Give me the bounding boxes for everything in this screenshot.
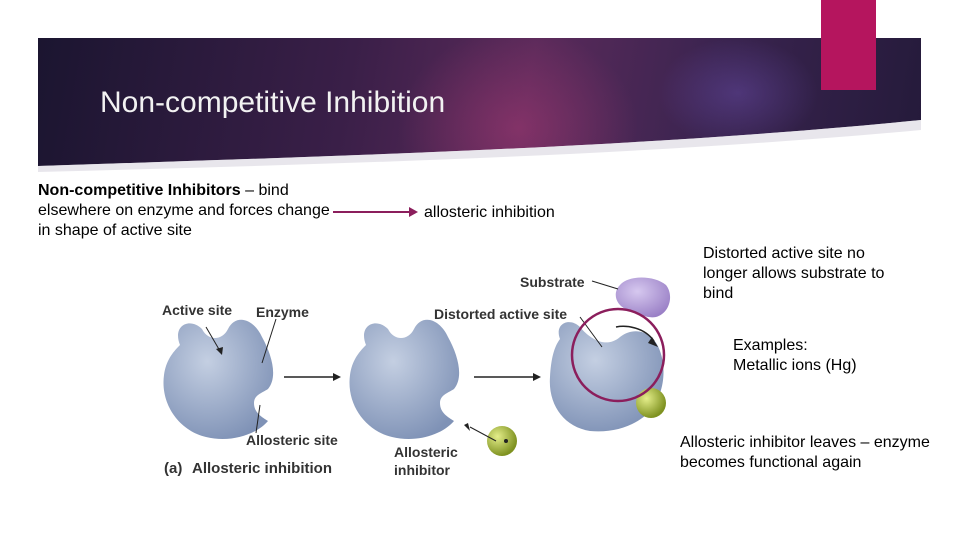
label-allosteric-inhibitor-2: inhibitor	[394, 462, 451, 478]
banner-glow-secondary	[658, 38, 818, 148]
allosteric-label: allosteric inhibition	[424, 204, 555, 221]
accent-tab	[821, 0, 876, 90]
examples-heading: Examples:	[733, 337, 808, 354]
label-active-site: Active site	[162, 302, 232, 318]
slide-title: Non-competitive Inhibition	[100, 86, 446, 119]
distorted-note: Distorted active site no longer allows s…	[703, 245, 885, 302]
enzyme-2-shape	[349, 319, 460, 440]
label-allosteric-site: Allosteric site	[246, 432, 338, 448]
label-enzyme: Enzyme	[256, 304, 309, 320]
enzyme-1-shape	[163, 319, 274, 440]
enzyme-3-shape	[549, 322, 664, 432]
highlight-ring	[570, 307, 666, 403]
arrow-to-allosteric	[333, 207, 418, 217]
caption: Allosteric inhibition	[192, 460, 332, 477]
caption-tag: (a)	[164, 460, 182, 477]
leaves-note: Allosteric inhibitor leaves – enzyme bec…	[680, 434, 930, 471]
examples-text: Metallic ions (Hg)	[733, 357, 857, 374]
title-banner	[38, 38, 921, 178]
lead-bold: Non-competitive Inhibitors	[38, 182, 241, 199]
banner-swoosh	[38, 120, 921, 178]
allosteric-inhibitor-bound	[636, 388, 666, 418]
lead-rest: – bind elsewhere on enzyme and forces ch…	[38, 182, 330, 239]
label-substrate: Substrate	[520, 274, 585, 290]
label-allosteric-inhibitor-1: Allosteric	[394, 444, 458, 460]
lead-text: Non-competitive Inhibitors – bind elsewh…	[38, 181, 338, 241]
allosteric-diagram: Substrate Active site Enzyme Distorted a…	[162, 274, 671, 478]
substrate-shape	[615, 277, 671, 318]
allosteric-inhibitor-free	[487, 426, 517, 456]
label-distorted-active-site: Distorted active site	[434, 306, 567, 322]
